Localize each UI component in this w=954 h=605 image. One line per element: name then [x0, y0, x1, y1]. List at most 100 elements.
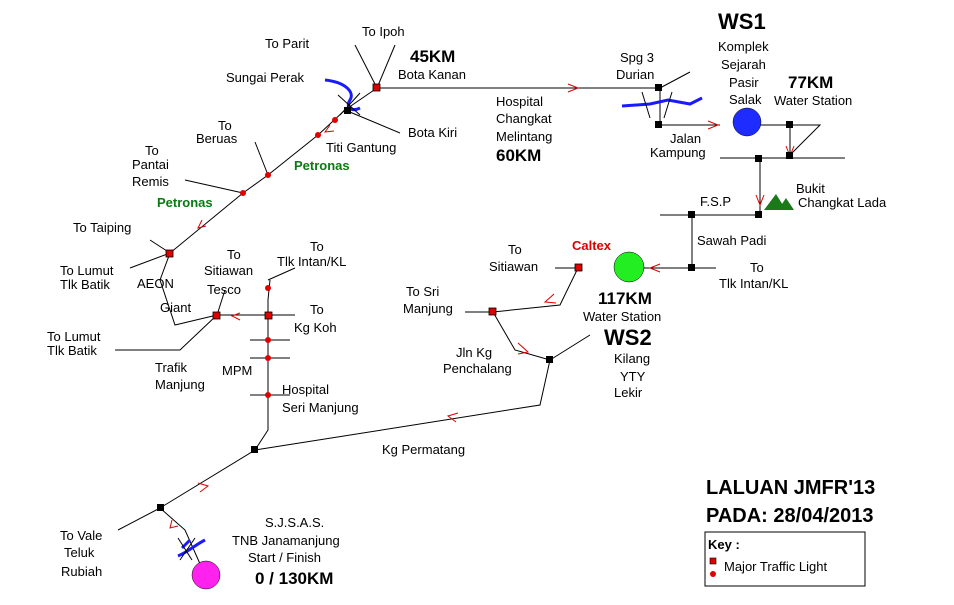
- label-giant: Giant: [160, 300, 191, 315]
- road-top: [377, 87, 720, 126]
- label-to-vale-3: Rubiah: [61, 564, 102, 579]
- label-hospital-sm-2: Seri Manjung: [282, 400, 359, 415]
- labels: To Ipoh To Parit Sungai Perak 45KM Bota …: [47, 9, 887, 588]
- label-45km: 45KM: [410, 47, 455, 66]
- label-tlk-intan-2b: Tlk Intan/KL: [719, 276, 788, 291]
- traffic-dot-6: [265, 337, 271, 343]
- label-to-lumut-1b: Tlk Batik: [60, 277, 110, 292]
- river-sungai-perak: [324, 78, 361, 112]
- junction-vale: [157, 504, 164, 511]
- traffic-light-sri-manjung: [488, 307, 497, 316]
- label-to-sitiawan-2a: To: [508, 242, 522, 257]
- start-marker: [191, 560, 221, 590]
- label-hospital-sm-1: Hospital: [282, 382, 329, 397]
- junction-jalan-kampung: [655, 121, 662, 128]
- label-petronas-1: Petronas: [294, 158, 350, 173]
- road-to-lumut-1: [129, 252, 171, 269]
- label-to-lumut-2b: Tlk Batik: [47, 343, 97, 358]
- traffic-light-kg-koh: [264, 311, 273, 320]
- road-sri-manjung: [465, 311, 551, 361]
- label-kg-permatang: Kg Permatang: [382, 442, 465, 457]
- junction-ws1-east: [786, 121, 793, 128]
- road-to-lumut-2: [115, 314, 218, 351]
- label-pantai-remis-3: Remis: [132, 174, 169, 189]
- label-ws2-name-3: Lekir: [614, 385, 643, 400]
- label-to-beruas-2: Beruas: [196, 131, 238, 146]
- label-fsp: F.S.P: [700, 194, 731, 209]
- label-tlk-intan-2a: To: [750, 260, 764, 275]
- traffic-dot-3: [265, 172, 271, 178]
- label-60km: 60KM: [496, 146, 541, 165]
- road-durian-spur: [659, 71, 691, 89]
- traffic-lights: [165, 83, 583, 398]
- road-main-west: [159, 279, 271, 509]
- junctions: [157, 84, 793, 511]
- label-penchalang-1: Jln Kg: [456, 345, 492, 360]
- label-ws1-type: Water Station: [774, 93, 852, 108]
- traffic-dot-2: [315, 132, 321, 138]
- label-tlk-intan-1b: Tlk Intan/KL: [277, 254, 346, 269]
- road-kg-permatang: [254, 359, 551, 451]
- label-start-1: S.J.S.A.S.: [265, 515, 324, 530]
- traffic-dot-4: [240, 190, 246, 196]
- label-ws1-name-4: Salak: [729, 92, 762, 107]
- label-start-3: Start / Finish: [248, 550, 321, 565]
- junction-sawah: [688, 264, 695, 271]
- direction-arrows: [169, 83, 795, 529]
- label-aeon: AEON: [137, 276, 174, 291]
- label-jalan-kampung-2: Kampung: [650, 145, 706, 160]
- junction-penchalang: [546, 356, 553, 363]
- traffic-light-aeon: [165, 249, 174, 258]
- label-start-2: TNB Janamanjung: [232, 533, 340, 548]
- road-to-pantai-remis: [184, 179, 244, 194]
- traffic-light-caltex: [574, 263, 583, 272]
- road-to-tlk-intan-1: [267, 267, 296, 281]
- junction-fsp: [688, 211, 695, 218]
- label-bota-kanan: Bota Kanan: [398, 67, 466, 82]
- river-durian: [621, 96, 703, 108]
- ws1-marker: [732, 107, 762, 137]
- traffic-light-trafik-manjung: [212, 311, 221, 320]
- legend-square-icon: [709, 557, 717, 565]
- hospital-icon-seri-manjung: [358, 368, 372, 396]
- label-to-sitiawan-2b: Sitiawan: [489, 259, 538, 274]
- label-bukit-2: Changkat Lada: [798, 195, 887, 210]
- ws2-marker: [613, 251, 645, 283]
- junction-changkat-2: [755, 155, 762, 162]
- road-vale: [117, 507, 161, 531]
- road-to-sitiawan: [216, 289, 226, 316]
- traffic-light-bota-kanan: [372, 83, 381, 92]
- hill-icon: [764, 194, 794, 210]
- label-77km: 77KM: [788, 73, 833, 92]
- label-bukit-1: Bukit: [796, 181, 825, 196]
- road-to-caltex: [492, 267, 579, 313]
- label-to-taiping: To Taiping: [73, 220, 131, 235]
- label-penchalang-2: Penchalang: [443, 361, 512, 376]
- label-sitiawan-tesco-1: To: [227, 247, 241, 262]
- road-penchalang: [549, 334, 591, 361]
- label-117km: 117KM: [598, 289, 652, 308]
- label-pantai-remis-1: To: [145, 143, 159, 158]
- label-to-beruas-1: To: [218, 118, 232, 133]
- label-to-vale-1: To Vale: [60, 528, 102, 543]
- traffic-dot-8: [265, 392, 271, 398]
- label-spg3-1: Spg 3: [620, 50, 654, 65]
- road-to-beruas: [254, 141, 269, 176]
- label-trafik-manjung-1: Trafik: [155, 360, 188, 375]
- roads: [115, 44, 845, 576]
- label-ws2: WS2: [604, 325, 652, 350]
- label-sawah-padi: Sawah Padi: [697, 233, 766, 248]
- bridge-marks: [177, 91, 673, 561]
- label-pantai-remis-2: Pantai: [132, 157, 169, 172]
- label-hospital-cm-3: Melintang: [496, 129, 552, 144]
- traffic-dot-7: [265, 355, 271, 361]
- label-ws1-name-3: Pasir: [729, 75, 759, 90]
- label-kg-koh-1: To: [310, 302, 324, 317]
- label-petronas-2: Petronas: [157, 195, 213, 210]
- label-jalan-kampung-1: Jalan: [670, 131, 701, 146]
- label-kg-koh-2: Kg Koh: [294, 320, 337, 335]
- legend-dot-icon: [710, 571, 716, 577]
- label-tlk-intan-1a: To: [310, 239, 324, 254]
- legend-box: Key : Major Traffic Light: [704, 531, 866, 587]
